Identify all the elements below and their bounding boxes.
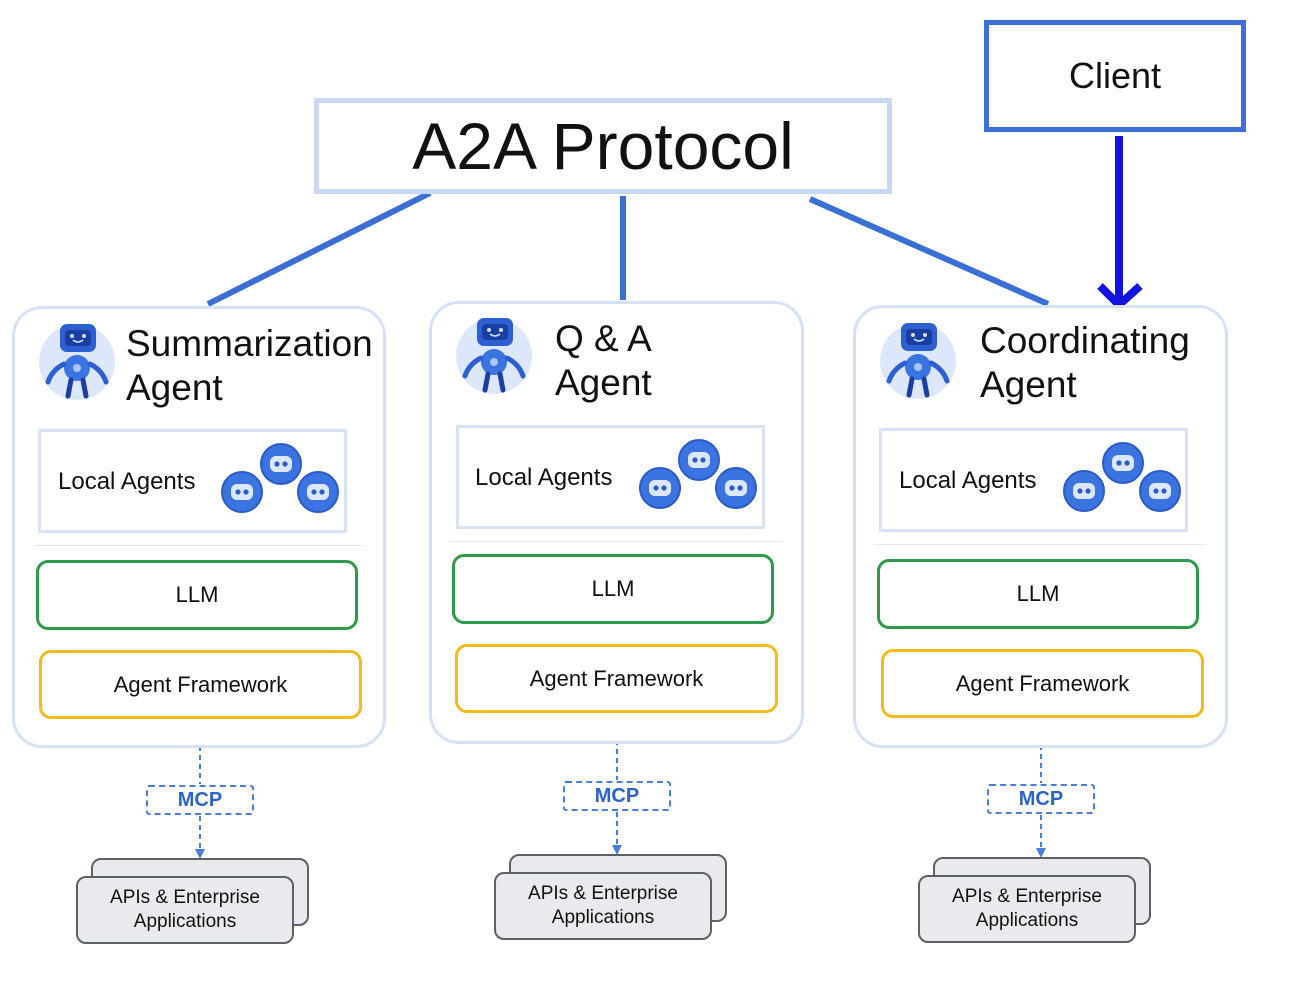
local-agents-label: Local Agents — [475, 464, 613, 491]
mcp-label: MCP — [594, 784, 640, 807]
llm-box-summarization: LLM — [36, 560, 358, 630]
mcp-arrowhead-down-2 — [612, 845, 622, 855]
agent-framework-box-summarization: Agent Framework — [39, 650, 362, 719]
agent-title-summarization: Summarization Agent — [126, 322, 373, 410]
local-agents-box-summarization — [38, 429, 347, 533]
agent-title-line1: Coordinating — [980, 320, 1190, 361]
robot-head-icon — [715, 467, 757, 509]
agent-framework-label: Agent Framework — [955, 670, 1130, 696]
agent-framework-label: Agent Framework — [529, 665, 704, 691]
robot-head-icon — [221, 471, 263, 513]
agent-title-line2: Agent — [980, 364, 1077, 405]
llm-label: LLM — [175, 582, 219, 607]
mcp-box-qa: MCP — [563, 781, 671, 811]
apis-line1: APIs & Enterprise — [528, 883, 678, 904]
mcp-label: MCP — [177, 788, 223, 811]
link-protocol-coordinating — [808, 196, 1050, 307]
link-protocol-summarization — [206, 190, 432, 307]
robot-agent-icon — [879, 319, 957, 399]
client-label: Client — [1068, 55, 1162, 96]
a2a-protocol-box: A2A Protocol — [314, 98, 892, 194]
apis-line2: Applications — [551, 907, 655, 928]
llm-label: LLM — [591, 576, 635, 601]
mcp-box-summarization: MCP — [146, 785, 254, 815]
robot-head-icon — [639, 467, 681, 509]
a2a-protocol-label: A2A Protocol — [412, 109, 794, 183]
agent-framework-box-coordinating: Agent Framework — [881, 649, 1204, 718]
mcp-label: MCP — [1018, 787, 1064, 810]
llm-box-qa: LLM — [452, 554, 774, 624]
mcp-box-coordinating: MCP — [987, 784, 1095, 814]
robot-head-icon — [678, 439, 720, 481]
robot-head-icon — [260, 443, 302, 485]
agent-title-line2: Agent — [126, 367, 223, 408]
agent-title-coordinating: Coordinating Agent — [980, 319, 1190, 407]
apis-line1: APIs & Enterprise — [952, 886, 1102, 907]
robot-head-icon — [1102, 442, 1144, 484]
agent-framework-box-qa: Agent Framework — [455, 644, 778, 713]
agent-title-line1: Summarization — [126, 323, 373, 364]
agent-title-line1: Q & A — [555, 318, 652, 359]
client-box: Client — [984, 20, 1246, 132]
local-agents-label: Local Agents — [899, 467, 1037, 494]
apis-line1: APIs & Enterprise — [110, 887, 260, 908]
agent-title-line2: Agent — [555, 362, 652, 403]
llm-label: LLM — [1016, 581, 1060, 606]
local-agents-label: Local Agents — [58, 468, 196, 495]
agent-framework-label: Agent Framework — [113, 671, 288, 697]
robot-agent-icon — [38, 320, 116, 400]
agent-title-qa: Q & A Agent — [555, 317, 652, 405]
card-divider — [875, 544, 1205, 545]
card-divider — [451, 541, 781, 542]
robot-head-icon — [297, 471, 339, 513]
robot-head-icon — [1063, 470, 1105, 512]
robot-head-icon — [1139, 470, 1181, 512]
apis-line2: Applications — [133, 911, 237, 932]
llm-box-coordinating: LLM — [877, 559, 1199, 629]
robot-agent-icon — [455, 314, 533, 394]
local-agents-box-coordinating — [879, 428, 1188, 532]
card-divider — [34, 545, 364, 546]
mcp-arrowhead-down-3 — [1036, 848, 1046, 858]
apis-line2: Applications — [975, 910, 1079, 931]
local-agents-box-qa — [456, 425, 765, 529]
mcp-arrowhead-down-1 — [195, 849, 205, 859]
